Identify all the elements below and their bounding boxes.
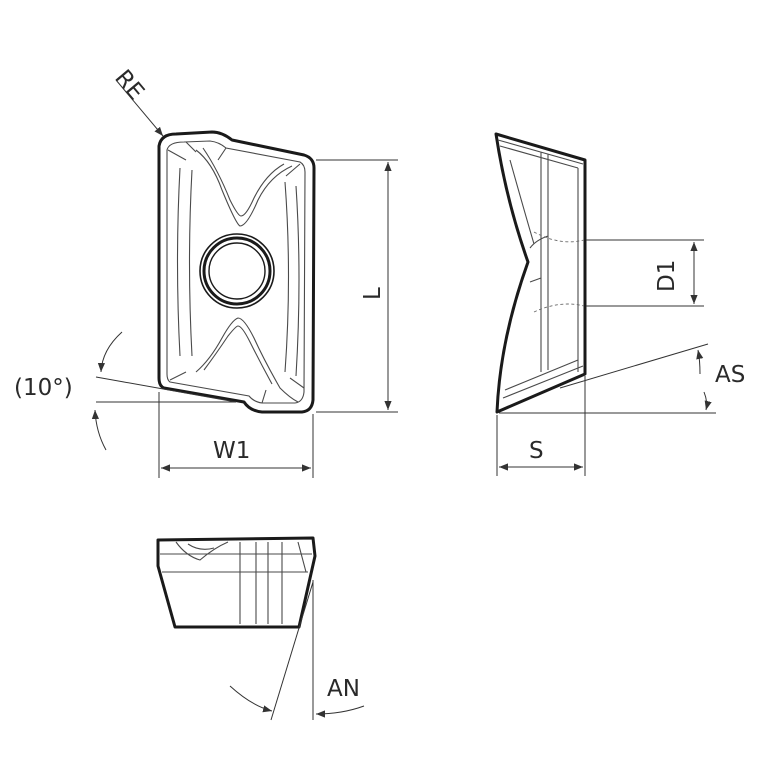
angle-10-label: (10°)	[14, 375, 73, 401]
s-dimension: S	[496, 376, 586, 476]
top-view-right-groove	[284, 181, 300, 377]
top-view-corner-facets	[167, 141, 305, 404]
top-view-left-groove	[176, 167, 193, 357]
l-dimension: L	[316, 159, 398, 413]
top-view	[157, 130, 316, 414]
side-view	[494, 132, 587, 414]
front-view-facet-lines	[160, 541, 312, 624]
d1-label: D1	[654, 260, 680, 292]
top-view-lower-chipbreaker	[195, 317, 299, 403]
s-label: S	[529, 438, 544, 464]
as-label: AS	[715, 362, 745, 388]
center-hole-inner	[208, 242, 266, 300]
angle-10-dimension: (10°)	[14, 331, 237, 451]
re-label: RE	[109, 65, 149, 105]
front-view-outline	[156, 536, 317, 629]
side-view-facet-lines	[497, 139, 584, 399]
d1-dimension: D1	[586, 239, 704, 307]
re-dimension: RE	[109, 65, 164, 137]
top-view-upper-chipbreaker	[195, 147, 293, 227]
w1-dimension: W1	[158, 392, 314, 478]
front-view	[156, 536, 317, 629]
l-label: L	[360, 287, 386, 300]
an-dimension: AN	[229, 580, 365, 721]
w1-label: W1	[213, 438, 250, 464]
an-label: AN	[327, 676, 360, 702]
center-hole-ring	[202, 236, 272, 306]
